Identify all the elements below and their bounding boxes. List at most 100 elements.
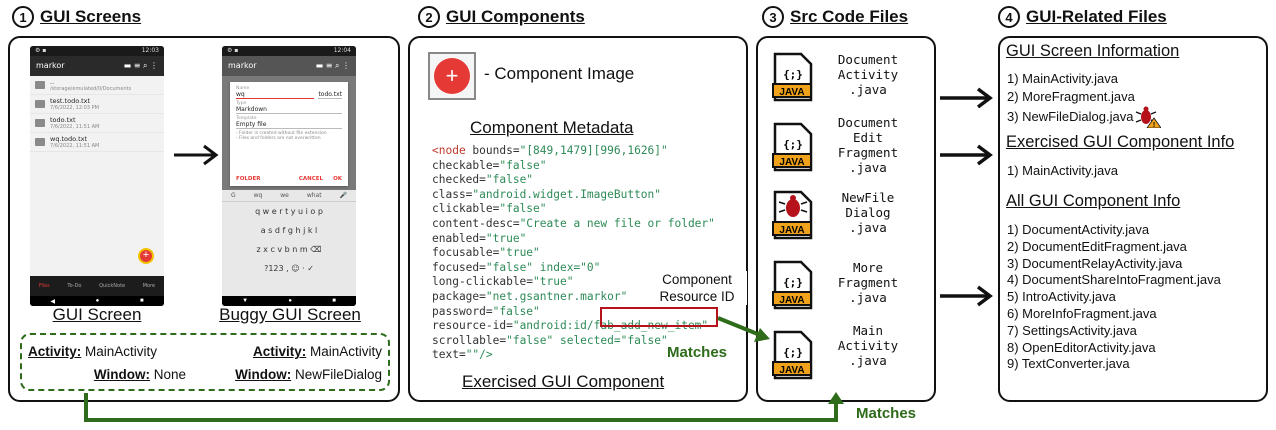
system-nav: ▼●■ xyxy=(222,296,356,306)
code-line: class="android.widget.ImageButton" xyxy=(432,187,662,201)
list-item: 2) DocumentEditFragment.java xyxy=(1007,238,1187,254)
exercised-info-title: Exercised GUI Component Info xyxy=(1006,133,1235,151)
section-2-title: GUI Components xyxy=(446,7,585,26)
java-file-icon: {;} JAVA xyxy=(772,330,813,380)
section-4-number: 4 xyxy=(998,6,1020,28)
list-item: 3) DocumentRelayActivity.java xyxy=(1007,255,1183,271)
list-item: 1) DocumentActivity.java xyxy=(1007,222,1150,237)
buggy-screen-caption: Buggy GUI Screen xyxy=(219,305,361,324)
code-line: checked="false" xyxy=(432,173,534,187)
screen-info-title: GUI Screen Information xyxy=(1006,42,1180,60)
svg-text:JAVA: JAVA xyxy=(779,225,804,236)
status-bar: ⚙ ▪12:04 xyxy=(222,46,356,56)
file-icon xyxy=(35,100,45,108)
svg-text:!: ! xyxy=(1153,122,1155,128)
svg-text:JAVA: JAVA xyxy=(779,157,804,168)
template-select[interactable]: Empty file xyxy=(236,121,342,129)
exercised-component-caption: Exercised GUI Component xyxy=(462,372,665,391)
section-1-title: GUI Screens xyxy=(40,7,142,26)
nav-quicknote[interactable]: QuickNote xyxy=(99,283,126,289)
new-file-dialog: Name wq todo.txt Type Markdown Template … xyxy=(230,82,348,186)
svg-text:{;}: {;} xyxy=(783,346,803,359)
buggy-java-file-icon: JAVA xyxy=(772,190,813,240)
list-item: 1) MainActivity.java xyxy=(1007,163,1119,178)
list-item: 6) MoreInfoFragment.java xyxy=(1007,305,1157,321)
name-field[interactable]: wq xyxy=(236,91,315,99)
code-line: text=""/> xyxy=(432,348,493,362)
svg-text:{;}: {;} xyxy=(783,276,803,289)
component-metadata-code: <node bounds="[849,1479][996,1626]"check… xyxy=(432,144,715,363)
list-item: 9) TextConverter.java xyxy=(1007,356,1130,372)
folder-icon xyxy=(35,81,45,89)
extension-field[interactable]: todo.txt xyxy=(318,91,342,99)
list-item: 2) MoreFragment.java xyxy=(1007,89,1135,104)
code-line: focused="false" index="0" xyxy=(432,260,601,274)
list-item: 8) OpenEditorActivity.java xyxy=(1007,339,1156,355)
src-file-name: Document Edit Fragment .java xyxy=(837,115,899,175)
nav-more[interactable]: More xyxy=(142,283,156,289)
nav-todo[interactable]: To-Do xyxy=(67,283,82,289)
system-nav: ◀●■ xyxy=(30,296,164,306)
code-line: checkable="false" xyxy=(432,158,547,172)
section-4-header: 4 GUI-Related Files xyxy=(998,6,1167,28)
src-file-name: Document Activity .java xyxy=(837,52,899,97)
type-select[interactable]: Markdown xyxy=(236,106,342,114)
right-window: Window: NewFileDialog xyxy=(235,367,382,382)
component-image: + xyxy=(428,52,476,100)
code-line: scrollable="false" selected="false" xyxy=(432,333,668,347)
all-info-title: All GUI Component Info xyxy=(1006,192,1181,210)
java-file-icon: {;} JAVA xyxy=(772,122,813,172)
app-bar: markor▬ ≡ ⌕ ⋮ xyxy=(30,56,164,76)
component-image-label: - Component Image xyxy=(484,64,635,83)
section-1-number: 1 xyxy=(12,6,34,28)
left-window: Window: None xyxy=(93,367,186,382)
section-3-header: 3 Src Code Files xyxy=(762,6,908,28)
component-resource-id-label: Component Resource ID xyxy=(647,271,747,305)
status-bar: ⚙ ▪12:03 xyxy=(30,46,164,56)
src-file-name: More Fragment .java xyxy=(837,260,899,305)
gui-related-panel xyxy=(998,36,1268,402)
gui-screen-phone: ⚙ ▪12:03 markor▬ ≡ ⌕ ⋮ ../storage/emulat… xyxy=(30,46,164,306)
buggy-gui-screen-phone: ⚙ ▪12:04 markor▬ ≡ ⌕ ⋮ Name wq todo.txt … xyxy=(222,46,356,306)
right-activity: Activity: MainActivity xyxy=(252,344,382,359)
svg-text:JAVA: JAVA xyxy=(779,295,804,306)
file-icon xyxy=(35,119,45,127)
code-line: package="net.gsantner.markor" xyxy=(432,289,628,303)
all-info-list: 1) DocumentActivity.java 2) DocumentEdit… xyxy=(1007,222,1221,373)
nav-files[interactable]: Files xyxy=(38,283,50,289)
resource-id-highlight xyxy=(600,307,718,327)
list-item[interactable]: ../storage/emulated/0/Documents xyxy=(30,76,164,95)
arrow-icon xyxy=(174,144,219,166)
exercised-info-list: 1) MainActivity.java xyxy=(1007,163,1118,178)
src-file-name: Main Activity .java xyxy=(837,323,899,368)
folder-button[interactable]: FOLDER xyxy=(236,176,261,182)
ok-button[interactable]: OK xyxy=(333,176,342,182)
app-title: markor xyxy=(36,61,65,70)
component-metadata-title: Component Metadata xyxy=(470,118,634,137)
svg-text:{;}: {;} xyxy=(783,138,803,151)
java-file-icon: {;} JAVA xyxy=(772,52,813,102)
add-file-fab[interactable]: + xyxy=(138,248,154,264)
app-bar: markor▬ ≡ ⌕ ⋮ xyxy=(222,56,356,76)
list-item: 5) IntroActivity.java xyxy=(1007,289,1116,305)
svg-text:{;}: {;} xyxy=(783,68,803,81)
svg-text:JAVA: JAVA xyxy=(779,87,804,98)
add-icon: + xyxy=(434,58,470,94)
section-1-header: 1 GUI Screens xyxy=(12,6,141,28)
code-line: content-desc="Create a new file or folde… xyxy=(432,216,715,230)
bug-warning-icon: ! xyxy=(1136,106,1162,128)
list-item: 1) MainActivity.java xyxy=(1007,71,1119,86)
cancel-button[interactable]: CANCEL xyxy=(298,176,324,182)
list-item: 4) DocumentShareIntoFragment.java xyxy=(1007,272,1221,288)
java-file-icon: {;} JAVA xyxy=(772,260,813,310)
screen-info-box xyxy=(20,333,390,391)
list-item: 3) NewFileDialog.java ! xyxy=(1007,106,1162,128)
gui-screen-caption: GUI Screen xyxy=(52,305,142,324)
section-3-number: 3 xyxy=(762,6,784,28)
svg-text:JAVA: JAVA xyxy=(779,365,804,376)
code-line: password="false" xyxy=(432,304,540,318)
